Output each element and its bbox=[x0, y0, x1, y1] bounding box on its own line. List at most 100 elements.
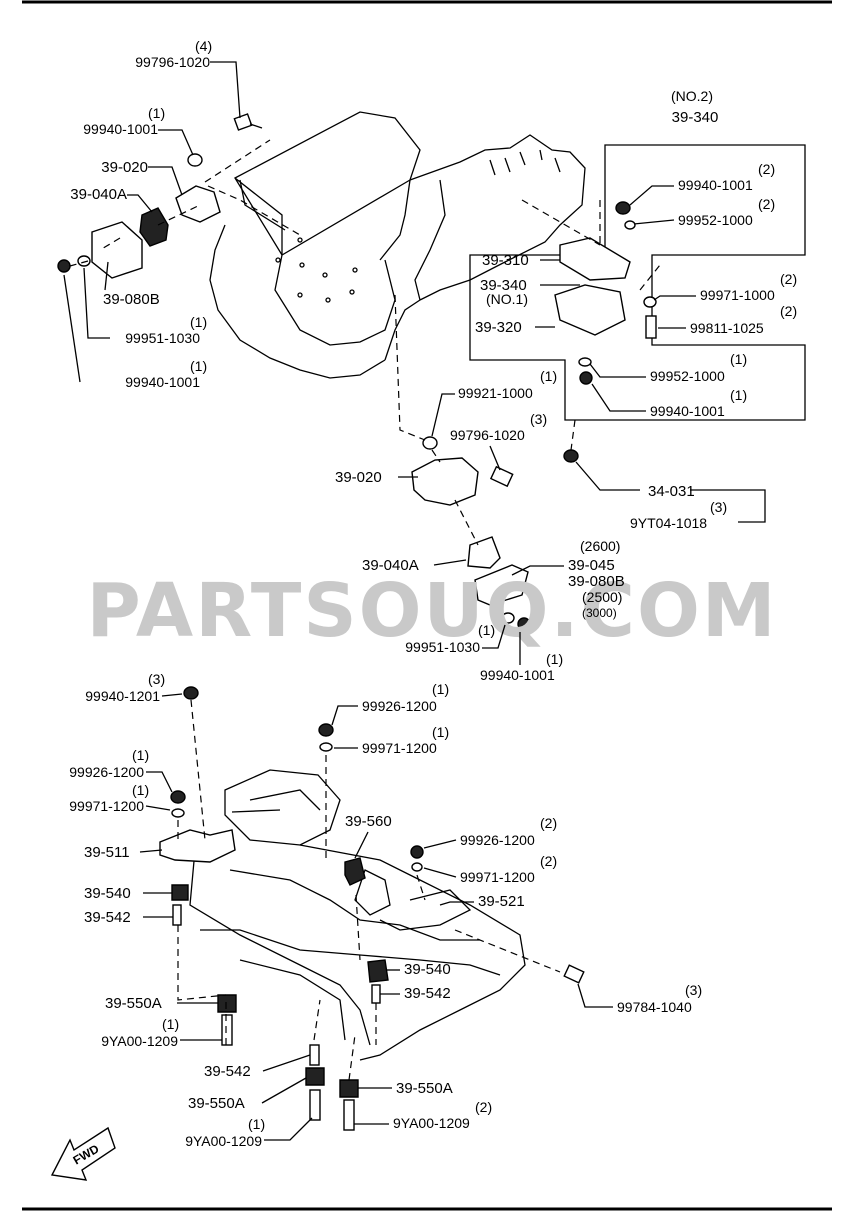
leader-line bbox=[145, 805, 171, 811]
part-number-label: 99926-1200 bbox=[69, 764, 144, 780]
leader-lines bbox=[63, 61, 766, 1141]
quantity-label: (3) bbox=[710, 499, 727, 515]
quantity-label: (2) bbox=[475, 1099, 492, 1115]
front-mount-lower-group bbox=[394, 294, 531, 631]
watermark: PARTSOUQ.COM bbox=[86, 568, 777, 654]
quantity-label: (1) bbox=[190, 358, 207, 374]
part-number-label: 99811-1025 bbox=[690, 320, 764, 336]
callout-labels: 99796-1020(4)99940-1001(1)39-02039-040A3… bbox=[69, 38, 797, 1149]
leader-line bbox=[629, 185, 674, 206]
part-number-label: 39-542 bbox=[404, 985, 451, 1002]
part-number-label: 39-542 bbox=[204, 1063, 251, 1080]
part-number-label: 39-550A bbox=[105, 995, 162, 1012]
leader-line bbox=[354, 831, 369, 859]
leader-line bbox=[577, 983, 613, 1008]
part-number-label: 39-040A bbox=[70, 186, 127, 203]
leader-line bbox=[575, 461, 640, 491]
part-number-label: 99921-1000 bbox=[458, 385, 533, 401]
quantity-label: (1) bbox=[546, 651, 563, 667]
rear-mount-bracket-group bbox=[469, 144, 806, 463]
quantity-label: (1) bbox=[190, 314, 207, 330]
part-number-label: 39-020 bbox=[335, 469, 382, 486]
part-number-label: 9YT04-1018 bbox=[630, 515, 707, 531]
quantity-label: (1) bbox=[730, 351, 747, 367]
leader-line bbox=[210, 61, 241, 119]
quantity-label: (1) bbox=[432, 681, 449, 697]
quantity-label: (1) bbox=[162, 1016, 179, 1032]
part-number-label: 99926-1200 bbox=[460, 832, 535, 848]
part-number-label: 99952-1000 bbox=[678, 212, 753, 228]
leader-line bbox=[423, 867, 457, 878]
leader-line bbox=[139, 849, 163, 853]
part-number-label: 99926-1200 bbox=[362, 698, 437, 714]
leader-line bbox=[431, 393, 455, 437]
part-number-label: 99784-1040 bbox=[617, 999, 692, 1015]
part-number-label: 39-320 bbox=[475, 319, 522, 336]
quantity-label: (1) bbox=[730, 387, 747, 403]
leader-line bbox=[489, 445, 501, 471]
leader-line bbox=[161, 693, 183, 697]
leader-line bbox=[653, 295, 696, 301]
part-number-label: 39-310 bbox=[482, 252, 529, 269]
part-number-label: 99971-1200 bbox=[460, 869, 535, 885]
fwd-arrow-icon: FWD bbox=[50, 1126, 116, 1181]
part-number-label: 99940-1001 bbox=[678, 177, 753, 193]
quantity-label: (3) bbox=[148, 671, 165, 687]
part-number-label: 99951-1030 bbox=[405, 639, 480, 655]
quantity-label: (2500) bbox=[582, 589, 622, 605]
part-number-label: 99940-1001 bbox=[480, 667, 555, 683]
part-number-label: 39-040A bbox=[362, 557, 419, 574]
leader-line bbox=[158, 129, 194, 156]
part-number-label: 39-540 bbox=[84, 885, 131, 902]
leader-line bbox=[589, 363, 646, 378]
leader-line bbox=[104, 261, 109, 291]
quantity-label: (NO.1) bbox=[486, 291, 528, 307]
leader-line bbox=[633, 219, 675, 225]
quantity-label: (1) bbox=[132, 782, 149, 798]
part-number-label: 39-540 bbox=[404, 961, 451, 978]
leader-line bbox=[83, 267, 110, 339]
leader-line bbox=[261, 1077, 307, 1104]
subframe-illustration bbox=[159, 686, 585, 1131]
part-number-label: 39-550A bbox=[396, 1080, 453, 1097]
quantity-label: (NO.2) bbox=[671, 88, 713, 104]
part-number-label: 99940-1201 bbox=[85, 688, 160, 704]
leader-line bbox=[690, 489, 766, 523]
part-number-label: 99940-1001 bbox=[125, 374, 200, 390]
part-number-label: 39-080B bbox=[568, 573, 625, 590]
engine-illustration bbox=[209, 111, 586, 379]
quantity-label: (2) bbox=[758, 196, 775, 212]
leader-line bbox=[433, 559, 467, 566]
quantity-label: (3) bbox=[530, 411, 547, 427]
quantity-label: (2600) bbox=[580, 538, 620, 554]
quantity-label: (1) bbox=[132, 747, 149, 763]
quantity-label: (1) bbox=[248, 1116, 265, 1132]
part-number-label: 39-511 bbox=[84, 844, 130, 861]
part-number-label: 99971-1000 bbox=[700, 287, 775, 303]
part-number-label: 39-080B bbox=[103, 291, 160, 308]
part-number-label: 99971-1200 bbox=[362, 740, 437, 756]
leader-line bbox=[146, 771, 173, 793]
quantity-label: (1) bbox=[540, 368, 557, 384]
quantity-label: (4) bbox=[195, 38, 212, 54]
leader-line bbox=[63, 274, 81, 383]
leader-line bbox=[511, 565, 564, 576]
part-number-label: 99940-1001 bbox=[83, 121, 158, 137]
part-number-label: 9YA00-1209 bbox=[393, 1115, 470, 1131]
front-mount-upper-group bbox=[57, 113, 301, 279]
part-number-label: 99971-1200 bbox=[69, 798, 144, 814]
leader-line bbox=[148, 166, 183, 196]
part-number-label: 39-521 bbox=[478, 893, 525, 910]
part-number-label: 39-560 bbox=[345, 813, 392, 830]
part-number-label: 99951-1030 bbox=[125, 330, 200, 346]
quantity-label: (2) bbox=[540, 853, 557, 869]
part-number-label: 99940-1001 bbox=[650, 403, 725, 419]
part-number-label: 39-550A bbox=[188, 1095, 245, 1112]
leader-line bbox=[591, 383, 646, 412]
leader-line bbox=[264, 1117, 313, 1141]
part-number-label: 9YA00-1209 bbox=[185, 1133, 262, 1149]
part-number-label: 99796-1020 bbox=[450, 427, 525, 443]
leader-line bbox=[423, 839, 457, 849]
